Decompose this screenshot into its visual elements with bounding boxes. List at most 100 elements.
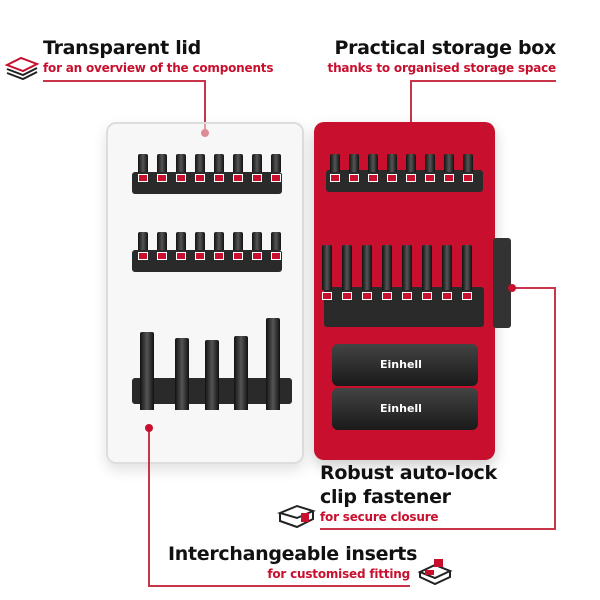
screwdriver-bit (271, 154, 281, 172)
bit-holder-clip (214, 252, 224, 260)
screwdriver-bit (214, 232, 224, 250)
screwdriver-bit (233, 154, 243, 172)
bit-holder-clip (322, 292, 332, 300)
lid-leader-line (43, 80, 206, 82)
bit-holder-clip (349, 174, 359, 182)
screwdriver-bit (176, 232, 186, 250)
lid-subtitle: for an overview of the components (43, 61, 274, 75)
bit-holder-clip (387, 174, 397, 182)
inserts-title: Interchangeable inserts (168, 543, 418, 565)
screwdriver-bit (195, 154, 205, 172)
bit-case (332, 344, 478, 386)
brand-logo: Einhell (380, 402, 422, 415)
layered-lid-icon (4, 56, 40, 81)
bit-holder-clip (157, 174, 167, 182)
clip-subtitle: for secure closure (320, 510, 439, 524)
screwdriver-bit (342, 245, 352, 290)
clip-leader-line (320, 528, 556, 530)
screwdriver-bit (214, 154, 224, 172)
screwdriver-bit (382, 245, 392, 290)
bit-holder-clip (233, 174, 243, 182)
clip-leader-line-h (512, 287, 556, 289)
bit-holder-clip (425, 174, 435, 182)
clip-marker (508, 284, 516, 292)
storage-title: Practical storage box (334, 37, 556, 59)
bit-holder (132, 172, 282, 194)
bit-holder-clip (252, 252, 262, 260)
screwdriver-bit (322, 245, 332, 290)
bit-holder-clip (176, 174, 186, 182)
bit-holder-clip (462, 292, 472, 300)
bit-holder-clip (442, 292, 452, 300)
bit-holder-clip (214, 174, 224, 182)
clip-leader-line-v (554, 287, 556, 530)
bit-holder-clip (382, 292, 392, 300)
screwdriver-bit (271, 232, 281, 250)
screwdriver-bit (444, 154, 454, 172)
bit-holder-clip (463, 174, 473, 182)
bit-holder (326, 170, 483, 192)
bit-holder-clip (233, 252, 243, 260)
nut-setter (175, 338, 189, 410)
screwdriver-bit (349, 154, 359, 172)
screwdriver-bit (330, 154, 340, 172)
screwdriver-bit (176, 154, 186, 172)
clip-fastener (493, 238, 511, 328)
bit-holder-clip (444, 174, 454, 182)
screwdriver-bit (442, 245, 452, 290)
bit-case (332, 388, 478, 430)
nut-setter (266, 318, 280, 410)
lid-leader-line-v (204, 80, 206, 132)
bit-holder-clip (195, 252, 205, 260)
storage-box: Einhell Einhell (314, 122, 495, 460)
screwdriver-bit (463, 154, 473, 172)
screwdriver-bit (195, 232, 205, 250)
bit-holder-clip (157, 252, 167, 260)
bit-holder-clip (330, 174, 340, 182)
screwdriver-bit (233, 232, 243, 250)
screwdriver-bit (252, 232, 262, 250)
clip-title-line2: clip fastener (320, 486, 451, 508)
screwdriver-bit (425, 154, 435, 172)
brand-logo: Einhell (380, 358, 422, 371)
screwdriver-bit (422, 245, 432, 290)
bit-holder-clip (138, 252, 148, 260)
insert-tray-icon (417, 559, 453, 586)
bit-holder-clip (362, 292, 372, 300)
bit-holder-clip (422, 292, 432, 300)
screwdriver-bit (406, 154, 416, 172)
bit-holder-clip (271, 174, 281, 182)
nut-setter (205, 340, 219, 410)
bit-holder-clip (368, 174, 378, 182)
screwdriver-bit (138, 232, 148, 250)
screwdriver-bit (362, 245, 372, 290)
screwdriver-bit (462, 245, 472, 290)
bit-holder-clip (252, 174, 262, 182)
clip-title-line1: Robust auto-lock (320, 462, 497, 484)
screwdriver-bit (157, 154, 167, 172)
bit-holder-clip (176, 252, 186, 260)
bit-holder-clip (406, 174, 416, 182)
screwdriver-bit (138, 154, 148, 172)
lid-title: Transparent lid (43, 37, 201, 59)
bit-holder-clip (342, 292, 352, 300)
inserts-leader-line (148, 585, 410, 587)
screwdriver-bit (252, 154, 262, 172)
bit-holder-clip (271, 252, 281, 260)
storage-subtitle: thanks to organised storage space (327, 61, 557, 75)
inserts-leader-line-v (148, 428, 150, 587)
inserts-subtitle: for customised fitting (267, 567, 410, 581)
screwdriver-bit (368, 154, 378, 172)
screwdriver-bit (387, 154, 397, 172)
bit-holder (132, 250, 282, 272)
clip-box-icon (277, 504, 316, 529)
storage-leader-line-v (410, 80, 412, 128)
bit-holder-clip (138, 174, 148, 182)
nut-setter (140, 332, 154, 410)
screwdriver-bit (157, 232, 167, 250)
bit-holder-clip (402, 292, 412, 300)
storage-leader-line (410, 80, 556, 82)
bit-holder-clip (195, 174, 205, 182)
nut-setter (234, 336, 248, 410)
screwdriver-bit (402, 245, 412, 290)
